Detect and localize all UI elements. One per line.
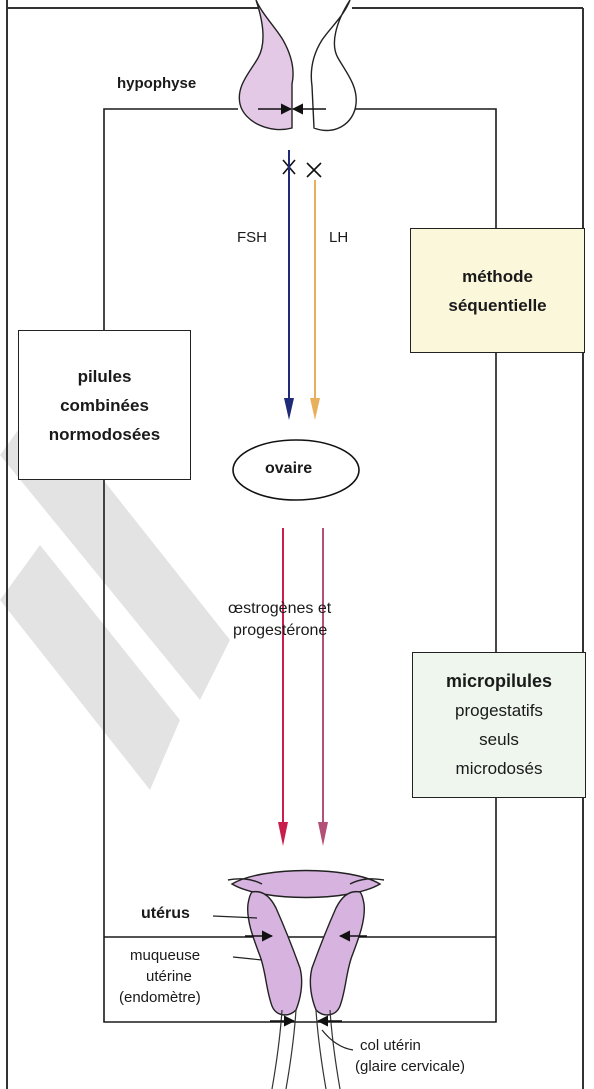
cervix-leader-line <box>322 1030 353 1050</box>
progesterone-arrowhead <box>318 822 328 846</box>
minipill-line4: microdosés <box>456 754 543 783</box>
hormones-label-line2: progestérone <box>233 622 327 640</box>
fsh-arrowhead <box>284 398 294 420</box>
minipill-title: micropilules <box>446 667 552 696</box>
sequential-method-line2: séquentielle <box>448 291 546 320</box>
combined-pill-line3: normodosées <box>49 420 160 449</box>
mucosa-label-line2: utérine <box>146 968 192 985</box>
uterus-drawing <box>228 871 384 1089</box>
minipill-line2: progestatifs <box>455 696 543 725</box>
fsh-label: FSH <box>237 229 267 246</box>
sequential-method-box: méthode séquentielle <box>410 228 585 353</box>
estrogen-arrowhead <box>278 822 288 846</box>
combined-pill-line2: combinées <box>60 391 149 420</box>
minipill-line3: seuls <box>479 725 519 754</box>
combined-pill-line1: pilules <box>78 362 132 391</box>
pituitary-gland <box>239 0 356 131</box>
combined-pill-box: pilules combinées normodosées <box>18 330 191 480</box>
lh-label: LH <box>329 229 348 246</box>
pituitary-label: hypophyse <box>117 75 196 92</box>
sequential-method-line1: méthode <box>462 262 533 291</box>
hormones-label-line1: œstrogènes et <box>228 600 331 618</box>
lh-arrowhead <box>310 398 320 420</box>
minipill-box: micropilules progestatifs seuls microdos… <box>412 652 586 798</box>
mucosa-leader-line <box>233 957 262 960</box>
mucosa-label-line3: (endomètre) <box>119 989 201 1006</box>
cervix-label-line2: (glaire cervicale) <box>355 1058 465 1075</box>
mucosa-label-line1: muqueuse <box>130 947 200 964</box>
ovary-label: ovaire <box>265 460 312 478</box>
cervix-label-line1: col utérin <box>360 1037 421 1054</box>
uterus-label: utérus <box>141 905 190 923</box>
inhibition-cross-lh <box>307 163 321 177</box>
